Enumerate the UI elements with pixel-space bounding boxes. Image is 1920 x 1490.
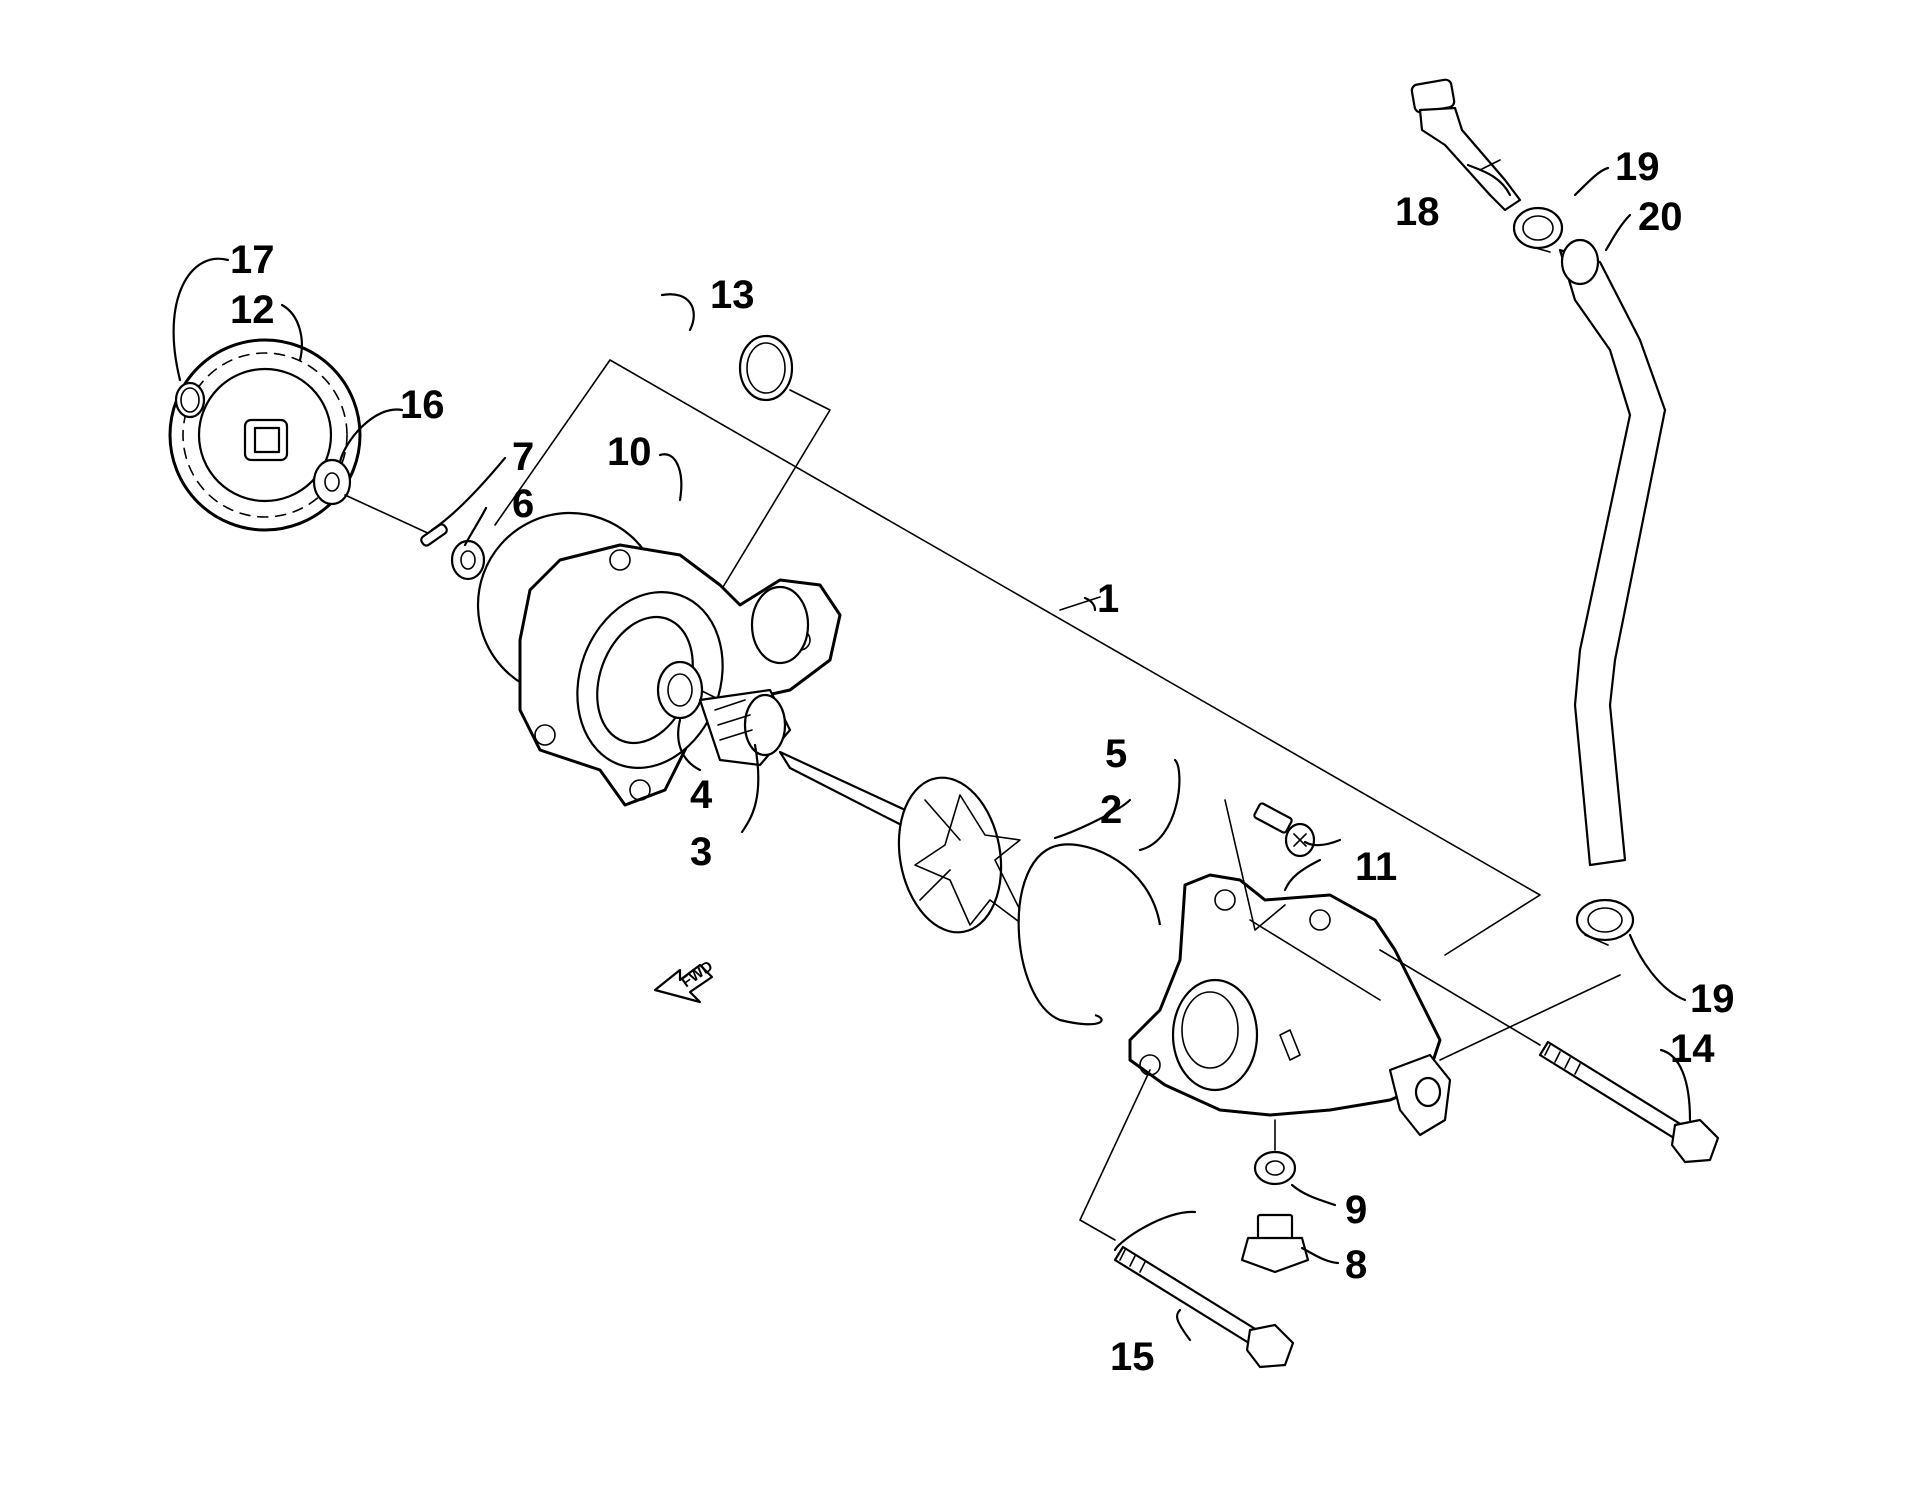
- washer-part: [312, 458, 433, 536]
- callout-13: 13: [710, 273, 755, 317]
- callout-9: 9: [1345, 1188, 1367, 1232]
- washer-9-part: [1253, 1119, 1297, 1186]
- hose-part: [1558, 238, 1667, 867]
- fitting-part: [1410, 78, 1522, 212]
- bolt-14-part: [1379, 949, 1720, 1164]
- pin-part: [420, 523, 448, 547]
- seal-part: [698, 688, 792, 767]
- leader-lines: [172, 163, 1692, 1342]
- callout-2: 2: [1100, 788, 1122, 832]
- callout-3: 3: [690, 830, 712, 874]
- fwd-arrow-icon: FWD: [653, 958, 716, 1004]
- callout-11: 11: [1355, 845, 1397, 889]
- pump-cover-part: [1128, 873, 1442, 1117]
- callout-18: 18: [1395, 190, 1440, 234]
- callout-19-bottom: 19: [1690, 977, 1735, 1021]
- callout-labels: 1 2 3 4 5 6 7 8 9 10 11 12 13 14 15 16 1…: [230, 145, 1735, 1379]
- callout-10: 10: [607, 430, 652, 474]
- callout-16: 16: [400, 383, 445, 427]
- o-ring-13-part: [719, 334, 831, 593]
- leader-11-bracket: [1224, 799, 1286, 931]
- o-ring-5-part: [1017, 843, 1162, 1026]
- callout-5: 5: [1105, 732, 1127, 776]
- clamp-19-bottom-part: [1439, 898, 1635, 1061]
- bolt-15-part: [1079, 1069, 1295, 1369]
- assembly-bracket-1: [494, 359, 1541, 956]
- callout-15: 15: [1110, 1335, 1155, 1379]
- callout-19-top: 19: [1615, 145, 1660, 189]
- bearing-part: [656, 660, 704, 720]
- callout-14: 14: [1670, 1027, 1715, 1071]
- callout-4: 4: [690, 773, 713, 817]
- elbow-outlet-part: [1388, 1053, 1452, 1137]
- callout-7: 7: [512, 435, 534, 479]
- impeller-part: [897, 776, 1031, 934]
- callout-12: 12: [230, 288, 275, 332]
- drain-bolt-part: [1240, 1213, 1310, 1274]
- screw-11-part: [1253, 802, 1316, 858]
- small-washer-part: [450, 539, 486, 581]
- callout-20: 20: [1638, 195, 1683, 239]
- callout-8: 8: [1345, 1243, 1367, 1287]
- callout-17: 17: [230, 238, 275, 282]
- sprocket-part: [168, 338, 362, 532]
- callout-6: 6: [512, 482, 534, 526]
- clamp-19-top-part: [1512, 206, 1564, 253]
- clip-part: [174, 381, 206, 419]
- callout-1: 1: [1097, 577, 1119, 621]
